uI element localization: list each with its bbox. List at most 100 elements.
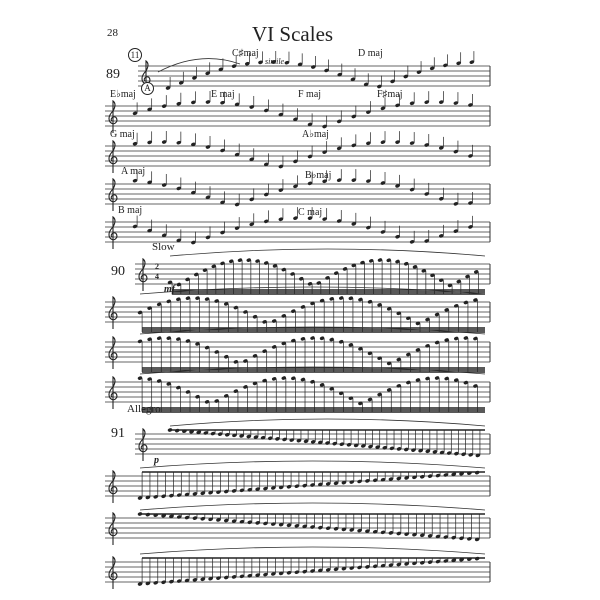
- notehead: [435, 473, 441, 478]
- notehead: [348, 296, 354, 301]
- notehead: [349, 528, 354, 532]
- notehead: [468, 103, 473, 107]
- notehead: [290, 272, 295, 276]
- slur: [139, 502, 486, 511]
- treble-clef-icon: [108, 177, 118, 211]
- key-label: A maj: [121, 166, 146, 177]
- notehead: [319, 336, 325, 341]
- time-sig-top: 2: [155, 262, 159, 271]
- notehead: [185, 296, 191, 300]
- notehead: [468, 453, 473, 457]
- notehead: [132, 178, 138, 183]
- notehead: [231, 64, 237, 68]
- treble-clef-icon: [108, 375, 118, 409]
- notehead: [377, 303, 382, 307]
- notehead: [166, 382, 171, 386]
- tempo-slow: Slow: [152, 241, 175, 253]
- notehead: [388, 563, 394, 567]
- slur: [139, 366, 486, 375]
- notehead: [463, 300, 469, 305]
- notehead: [416, 70, 422, 74]
- notehead: [386, 388, 392, 392]
- notehead: [267, 436, 273, 441]
- notehead: [208, 490, 213, 495]
- notehead: [454, 378, 459, 382]
- notehead: [324, 68, 329, 73]
- notehead: [239, 574, 245, 579]
- notehead: [195, 342, 200, 346]
- notehead: [377, 392, 382, 397]
- notehead: [289, 438, 294, 442]
- notehead: [424, 192, 429, 196]
- notehead: [389, 446, 395, 451]
- notehead: [185, 339, 191, 343]
- notehead: [396, 311, 401, 316]
- notehead: [299, 276, 304, 281]
- notehead: [297, 62, 303, 67]
- notehead: [447, 283, 453, 288]
- notehead: [386, 258, 391, 263]
- notehead: [216, 576, 221, 580]
- notehead: [147, 377, 152, 381]
- notehead: [353, 443, 359, 448]
- notehead: [137, 512, 143, 516]
- notehead: [395, 140, 400, 144]
- dynamic-mf: mf: [164, 284, 176, 295]
- notehead: [310, 483, 315, 487]
- notehead: [409, 240, 415, 244]
- key-label: G maj: [110, 129, 135, 140]
- key-label: C♯maj: [232, 48, 259, 59]
- notehead: [439, 146, 444, 150]
- notehead: [293, 159, 298, 164]
- notehead: [156, 302, 162, 307]
- notehead: [412, 561, 417, 566]
- notehead: [336, 178, 342, 182]
- notehead: [439, 196, 444, 201]
- notehead: [156, 336, 162, 340]
- page-title: VI Scales: [252, 22, 334, 46]
- notehead: [444, 338, 449, 342]
- notehead: [358, 401, 363, 406]
- notehead: [303, 439, 309, 444]
- treble-clef-icon: [108, 295, 118, 329]
- notehead: [337, 72, 342, 77]
- notehead: [382, 445, 388, 450]
- notehead: [264, 261, 269, 265]
- notehead: [246, 258, 251, 262]
- notehead: [176, 101, 181, 106]
- notehead: [329, 387, 334, 391]
- notehead: [185, 277, 190, 282]
- rehearsal-letter: A: [141, 82, 154, 95]
- notehead: [205, 100, 211, 104]
- notehead: [191, 100, 196, 105]
- notehead: [208, 517, 213, 522]
- notehead: [365, 529, 370, 533]
- slur: [169, 418, 486, 427]
- notehead: [217, 432, 223, 436]
- notehead: [275, 437, 280, 441]
- treble-clef-icon: [108, 469, 118, 503]
- notehead: [247, 487, 253, 492]
- notehead: [409, 101, 415, 106]
- notehead: [386, 361, 392, 366]
- notehead: [454, 336, 459, 341]
- notehead: [176, 493, 182, 497]
- notehead: [294, 484, 300, 488]
- notehead: [351, 178, 356, 182]
- notehead: [411, 448, 416, 452]
- notehead: [473, 384, 478, 388]
- notehead: [281, 341, 286, 346]
- notehead: [147, 180, 152, 185]
- notehead: [434, 340, 440, 345]
- notehead: [310, 301, 315, 306]
- notehead: [245, 61, 250, 66]
- notehead: [184, 492, 190, 497]
- notehead: [243, 310, 248, 314]
- notehead: [184, 515, 190, 520]
- notehead: [272, 264, 278, 268]
- notehead: [415, 348, 421, 352]
- notehead: [395, 234, 400, 239]
- notehead: [271, 319, 277, 323]
- notehead: [153, 495, 158, 499]
- notehead: [161, 140, 167, 144]
